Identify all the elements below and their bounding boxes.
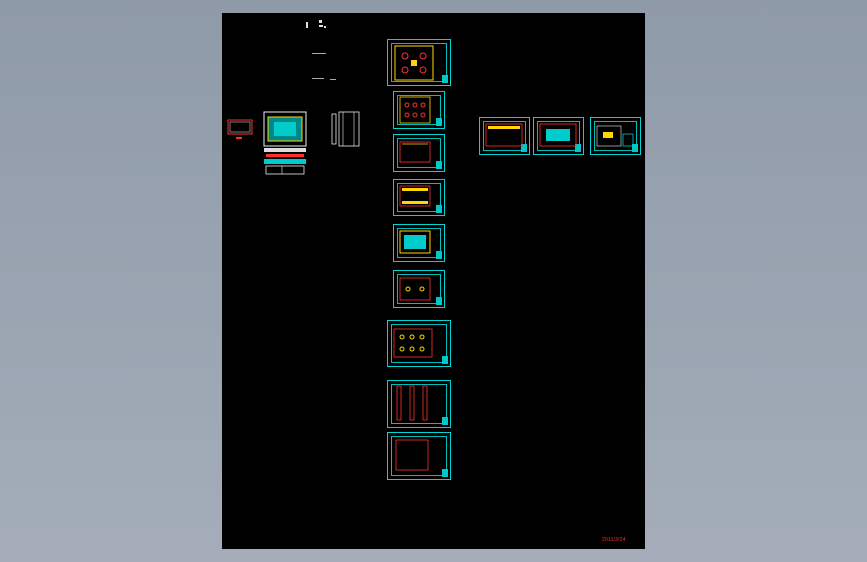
sheet-1[interactable] (387, 39, 451, 86)
sheet-5[interactable] (393, 224, 445, 262)
sheet-4-plate (399, 185, 431, 207)
sheet-12[interactable] (590, 117, 641, 155)
sheet-2[interactable] (393, 91, 445, 129)
sheet-11[interactable] (533, 117, 584, 155)
side-view[interactable] (330, 110, 362, 148)
sheet-10[interactable] (479, 117, 530, 155)
sheet-12-detail (596, 125, 634, 147)
sheet-3[interactable] (393, 134, 445, 172)
sheet-9-frame (395, 439, 429, 471)
sheet-10-plate (485, 123, 523, 147)
sheet-7-plate (393, 328, 433, 358)
sheet-8-bars (396, 385, 428, 421)
sheet-6-plate (399, 277, 431, 301)
assembly-view[interactable] (262, 110, 308, 178)
date-stamp: 2011/3/24 (602, 537, 626, 543)
header-notes (306, 20, 336, 80)
sheet-4[interactable] (393, 179, 445, 216)
sheet-9[interactable] (387, 432, 451, 480)
sheet-2-plate (399, 96, 431, 124)
sheet-8[interactable] (387, 380, 451, 428)
sheet-1-plate (394, 45, 434, 81)
sheet-3-plate (399, 141, 431, 163)
sheet-11-plate (539, 123, 577, 147)
sheet-6[interactable] (393, 270, 445, 308)
drawing-canvas[interactable] (222, 13, 645, 549)
sheet-5-plate (399, 230, 431, 254)
sheet-7[interactable] (387, 320, 451, 367)
part-view-small[interactable] (226, 117, 254, 143)
